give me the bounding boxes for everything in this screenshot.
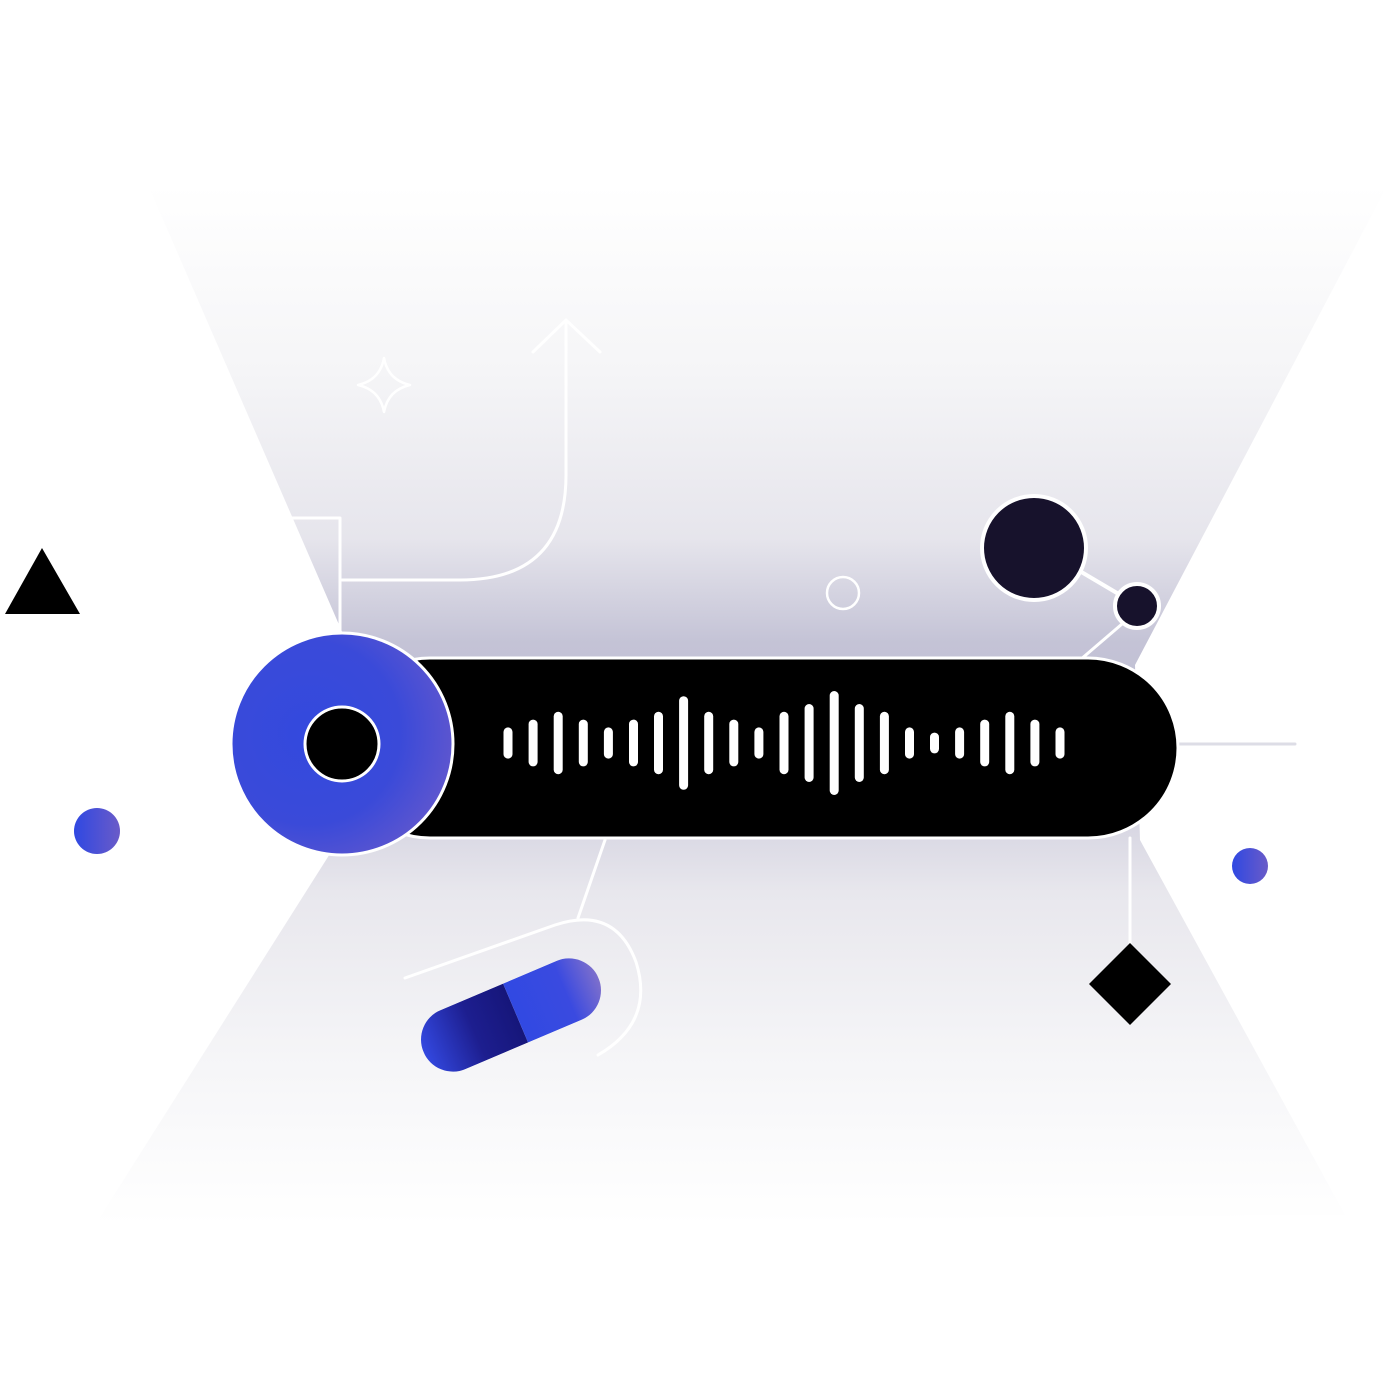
waveform-bar: [930, 732, 939, 754]
u-shape-line: [42, 618, 150, 735]
waveform-bar: [528, 719, 538, 767]
triangle-icon: [5, 548, 80, 614]
sparkle-icon: [356, 356, 412, 414]
waveform-bar: [804, 704, 814, 782]
diamond-icon: [1088, 942, 1172, 1026]
waveform-bar: [905, 727, 914, 759]
waveform-bar: [1005, 711, 1015, 775]
rounded-frame-line: [146, 516, 342, 634]
blue-dot-left: [74, 808, 120, 854]
waveform-bar: [704, 711, 714, 775]
waveform-bar: [553, 711, 563, 775]
waveform-bar: [729, 719, 739, 767]
line-sketches: [42, 318, 1297, 1057]
large-dark-orb: [980, 494, 1088, 602]
waveform-bar: [879, 711, 889, 775]
waveform-bar: [654, 711, 663, 775]
record-icon[interactable]: [303, 705, 381, 783]
waveform-bar: [503, 727, 513, 759]
record-button[interactable]: [229, 631, 455, 857]
arrow-up-icon: [340, 320, 568, 582]
waveform-bar: [754, 727, 764, 759]
waveform-bar: [603, 727, 613, 759]
blue-dot-right: [1232, 848, 1268, 884]
waveform-bar: [779, 711, 789, 775]
waveform-bar: [1055, 727, 1065, 759]
molecule-icon: [980, 494, 1161, 630]
waveform-icon: [503, 691, 1065, 795]
waveform-bar: [854, 704, 864, 782]
waveform-bar: [829, 691, 839, 795]
waveform-bar: [955, 727, 965, 759]
capsule-outline: [403, 918, 643, 1057]
waveform-bar: [578, 719, 588, 767]
waveform-bar: [980, 719, 990, 767]
waveform-bar: [1030, 719, 1040, 767]
small-dark-orb: [1113, 582, 1161, 630]
open-circle-icon: [825, 575, 861, 611]
capsule-icon: [411, 948, 611, 1082]
waveform-bar: [679, 696, 689, 790]
waveform-bar: [629, 719, 638, 767]
